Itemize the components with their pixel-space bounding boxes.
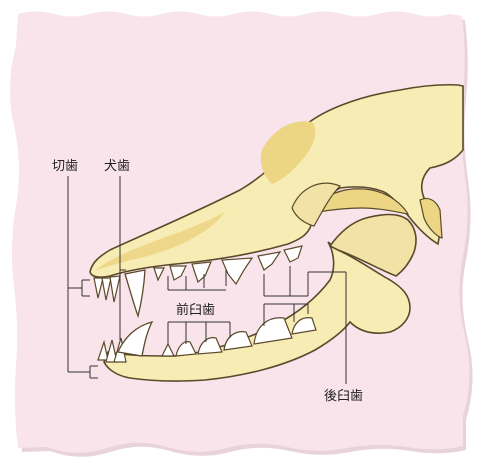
label-incisors: 切歯: [52, 159, 78, 174]
label-premolars: 前臼歯: [176, 302, 215, 318]
label-canine: 犬歯: [104, 159, 130, 174]
label-molars: 後臼歯: [324, 389, 363, 404]
